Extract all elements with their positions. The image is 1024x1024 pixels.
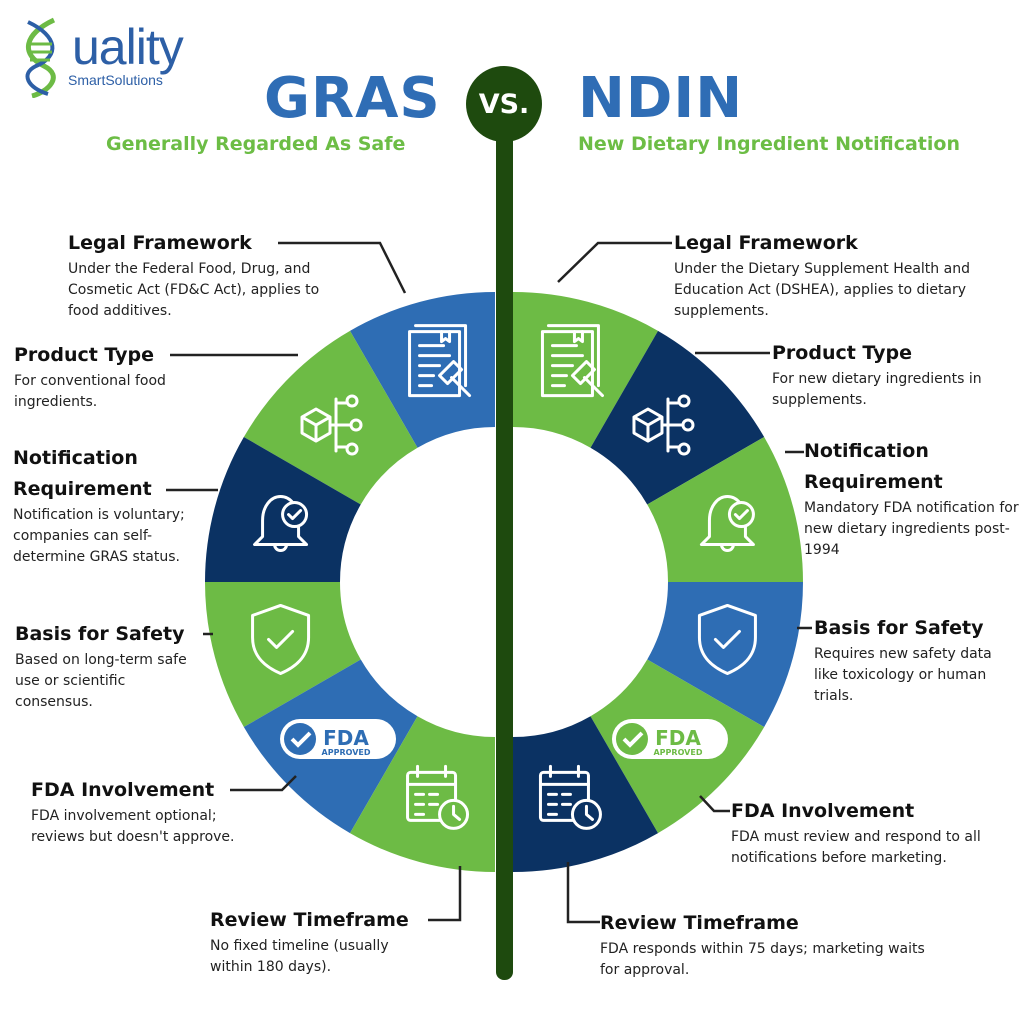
svg-text:APPROVED: APPROVED <box>322 748 371 757</box>
block-text: Under the Dietary Supplement Health and … <box>674 261 970 319</box>
gras-title: GRAS <box>264 66 441 131</box>
leader-line <box>278 241 407 294</box>
block-title: Product Type <box>772 342 913 364</box>
dna-leaf-icon <box>25 17 56 98</box>
block-text: FDA involvement optional; reviews but do… <box>31 808 235 845</box>
shield-check-icon <box>697 603 757 675</box>
svg-text:FDA: FDA <box>323 726 369 750</box>
block-title: FDA Involvement <box>31 779 215 801</box>
gras-legal-framework: Legal Framework Under the Federal Food, … <box>68 228 328 322</box>
block-text: Requires new safety data like toxicology… <box>814 646 992 704</box>
gras-subtitle: Generally Regarded As Safe <box>106 133 406 155</box>
cube-network-icon <box>632 394 695 456</box>
block-title: Notification Requirement <box>13 447 152 500</box>
block-title: Basis for Safety <box>15 623 185 645</box>
block-title: FDA Involvement <box>731 800 915 822</box>
block-text: Mandatory FDA notification for new dieta… <box>804 500 1019 558</box>
gras-product-type: Product Type For conventional food ingre… <box>14 340 204 413</box>
logo-wordmark: uality <box>72 19 184 75</box>
leader-line <box>566 862 600 924</box>
block-text: Based on long-term safe use or scientifi… <box>15 652 187 710</box>
leader-line <box>230 775 297 792</box>
block-text: For new dietary ingredients in supplemen… <box>772 371 982 408</box>
svg-text:APPROVED: APPROVED <box>653 748 702 757</box>
ndin-basis-for-safety: Basis for Safety Requires new safety dat… <box>814 613 1019 707</box>
ndin-title: NDIN <box>578 66 744 131</box>
block-title: Legal Framework <box>674 232 858 254</box>
bell-check-icon <box>253 495 309 553</box>
block-title: Review Timeframe <box>210 909 409 931</box>
calendar-clock-icon <box>406 764 470 830</box>
ndin-segment <box>647 582 803 727</box>
block-text: Notification is voluntary; companies can… <box>13 507 185 565</box>
gras-basis-for-safety: Basis for Safety Based on long-term safe… <box>15 619 195 713</box>
block-text: FDA responds within 75 days; marketing w… <box>600 941 925 978</box>
gras-notification-requirement: Notification Requirement Notification is… <box>13 443 199 568</box>
vs-badge: VS. <box>466 66 542 142</box>
calendar-clock-icon <box>538 764 602 830</box>
block-text: FDA must review and respond to all notif… <box>731 829 981 866</box>
ndin-legal-framework: Legal Framework Under the Dietary Supple… <box>674 228 1019 322</box>
ndin-segment <box>647 437 803 582</box>
gras-review-timeframe: Review Timeframe No fixed timeline (usua… <box>210 905 420 978</box>
document-gavel-icon <box>540 324 604 398</box>
bell-check-icon <box>699 495 755 553</box>
block-title: Legal Framework <box>68 232 252 254</box>
gras-fda-involvement: FDA Involvement FDA involvement optional… <box>31 775 271 848</box>
quality-smartsolutions-logo: uality SmartSolutions <box>14 14 214 98</box>
ndin-product-type: Product Type For new dietary ingredients… <box>772 338 1002 411</box>
ndin-segment <box>590 330 765 505</box>
cube-network-icon <box>300 394 363 456</box>
ndin-notification-requirement: Notification Requirement Mandatory FDA n… <box>804 436 1022 561</box>
document-gavel-icon <box>408 324 472 398</box>
leader-line <box>699 795 730 813</box>
block-text: No fixed timeline (usually within 180 da… <box>210 938 389 975</box>
divider-bar <box>496 100 513 980</box>
shield-check-icon <box>251 603 311 675</box>
logo-subtitle: SmartSolutions <box>68 72 163 88</box>
block-title: Product Type <box>14 344 155 366</box>
leader-line <box>557 241 672 283</box>
ndin-segment <box>513 716 658 872</box>
block-text: For conventional food ingredients. <box>14 373 166 410</box>
block-title: Basis for Safety <box>814 617 984 639</box>
block-text: Under the Federal Food, Drug, and Cosmet… <box>68 261 320 319</box>
ndin-subtitle: New Dietary Ingredient Notification <box>578 133 960 155</box>
ndin-fda-involvement: FDA Involvement FDA must review and resp… <box>731 796 1016 869</box>
gras-segment <box>205 582 361 727</box>
ndin-review-timeframe: Review Timeframe FDA responds within 75 … <box>600 908 940 981</box>
svg-text:FDA: FDA <box>655 726 701 750</box>
block-title: Review Timeframe <box>600 912 799 934</box>
block-title: Notification Requirement <box>804 440 943 493</box>
leader-line <box>428 866 462 922</box>
